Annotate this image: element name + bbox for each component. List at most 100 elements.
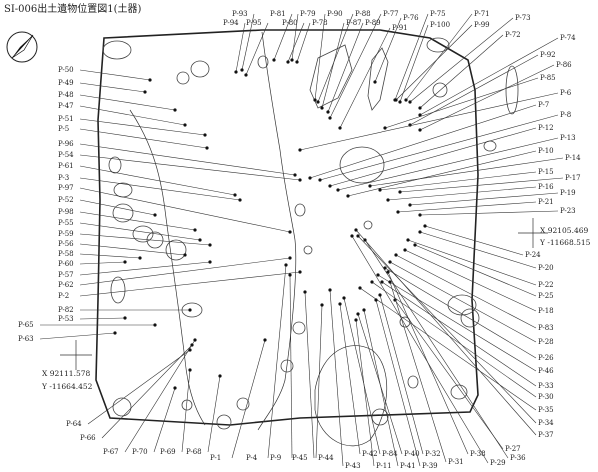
- leader-line-p-15: [379, 171, 537, 191]
- find-spot-p-29: [350, 234, 354, 238]
- find-spot-p-84: [342, 296, 346, 300]
- leader-line-p-34: [357, 235, 537, 424]
- leader-line-p-86: [419, 64, 555, 131]
- label-p-84: P-84: [382, 450, 398, 458]
- find-spot-p-56: [183, 253, 187, 257]
- leader-line-p-9: [289, 274, 293, 459]
- label-p-20: P-20: [538, 264, 554, 272]
- find-spot-p-76: [373, 80, 377, 84]
- leader-line-p-30: [371, 281, 537, 398]
- label-p-82: P-82: [58, 306, 74, 314]
- find-spot-p-58: [138, 256, 142, 260]
- leader-line-p-41: [363, 309, 399, 467]
- find-spot-p-94: [234, 70, 238, 74]
- label-p-74: P-74: [560, 34, 576, 42]
- label-p-54: P-54: [58, 151, 74, 159]
- find-spot-p-2: [298, 270, 302, 274]
- leader-line-p-2: [79, 271, 301, 297]
- find-spot-p-18: [403, 248, 407, 252]
- find-spot-p-39: [374, 298, 378, 302]
- label-p-94: P-94: [223, 19, 239, 27]
- find-spot-p-9: [288, 273, 292, 277]
- label-p-60: P-60: [58, 260, 74, 268]
- crosshair-sw: [60, 340, 92, 370]
- label-p-39: P-39: [422, 462, 438, 470]
- leader-line-p-26: [384, 267, 537, 359]
- label-p-45: P-45: [292, 454, 308, 462]
- find-spot-p-49: [143, 90, 147, 94]
- label-p-98: P-98: [58, 208, 74, 216]
- leader-line-p-29: [351, 235, 489, 464]
- find-spot-p-41: [362, 308, 366, 312]
- label-p-3: P-3: [58, 174, 69, 182]
- leader-line-p-8: [319, 114, 559, 181]
- inner-boundary-line: [257, 31, 297, 431]
- find-spot-p-23: [418, 213, 422, 217]
- label-p-29: P-29: [490, 459, 506, 467]
- western-boundary-line: [129, 109, 206, 426]
- label-p-6: P-6: [560, 89, 572, 97]
- coord-sw-x: X 92111.578: [42, 369, 91, 378]
- label-p-15: P-15: [538, 168, 554, 176]
- find-spot-p-61: [233, 193, 237, 197]
- leader-line-p-23: [419, 210, 559, 216]
- leader-line-p-76: [374, 17, 402, 83]
- leader-line-p-43: [329, 289, 344, 467]
- label-p-66: P-66: [80, 434, 96, 442]
- leader-line-p-14: [369, 157, 564, 187]
- label-p-62: P-62: [58, 281, 74, 289]
- label-p-40: P-40: [404, 450, 420, 458]
- label-p-88: P-88: [355, 10, 371, 18]
- find-spot-p-45: [303, 290, 307, 294]
- leader-line-p-60: [79, 261, 126, 265]
- leader-line-p-83: [395, 254, 537, 329]
- find-spot-p-44: [320, 303, 324, 307]
- leader-line-p-31: [389, 281, 447, 463]
- leader-line-p-52: [79, 199, 156, 216]
- find-spot-p-64: [188, 348, 192, 352]
- label-p-55: P-55: [58, 219, 74, 227]
- label-p-19: P-19: [560, 189, 576, 197]
- find-spot-p-24: [423, 224, 427, 228]
- label-p-37: P-37: [538, 431, 554, 439]
- label-p-100: P-100: [430, 21, 450, 29]
- find-spot-p-83: [394, 253, 398, 257]
- leader-line-p-71: [405, 13, 473, 101]
- find-spot-p-35: [358, 286, 362, 290]
- find-spot-p-38: [386, 270, 390, 274]
- label-p-14: P-14: [565, 154, 581, 162]
- label-p-28: P-28: [538, 338, 554, 346]
- label-p-21: P-21: [538, 198, 554, 206]
- find-spot-p-15: [378, 188, 382, 192]
- find-spot-p-59: [208, 243, 212, 247]
- leader-line-p-55: [79, 222, 201, 241]
- find-spot-p-51: [203, 133, 207, 137]
- leader-line-p-59: [79, 233, 211, 246]
- find-spot-p-46: [376, 273, 380, 277]
- find-spot-p-10: [346, 194, 350, 198]
- find-spot-p-12: [328, 184, 332, 188]
- find-spot-p-63: [113, 331, 117, 335]
- find-spot-p-6: [298, 148, 302, 152]
- plan-title: SI-006出土遺物位置図1(土器): [4, 2, 142, 15]
- label-p-26: P-26: [538, 354, 554, 362]
- label-p-18: P-18: [538, 307, 554, 315]
- find-spot-p-100: [398, 100, 402, 104]
- leader-line-p-51: [79, 118, 206, 136]
- leader-line-p-88: [317, 13, 354, 103]
- leader-line-p-85: [384, 77, 539, 129]
- feature-pits: [102, 37, 519, 430]
- find-spot-p-33: [380, 280, 384, 284]
- label-p-83: P-83: [538, 324, 554, 332]
- leader-line-p-81: [273, 13, 293, 61]
- north-arrow-icon: [6, 31, 38, 63]
- find-spot-p-48: [173, 108, 177, 112]
- leader-line-p-33: [381, 281, 537, 387]
- label-p-63: P-63: [18, 335, 34, 343]
- find-spot-p-17: [398, 190, 402, 194]
- find-spot-p-19: [408, 203, 412, 207]
- leader-line-p-72: [419, 34, 504, 109]
- label-p-8: P-8: [560, 111, 571, 119]
- find-spot-p-30: [370, 280, 374, 284]
- find-spot-p-53: [123, 316, 127, 320]
